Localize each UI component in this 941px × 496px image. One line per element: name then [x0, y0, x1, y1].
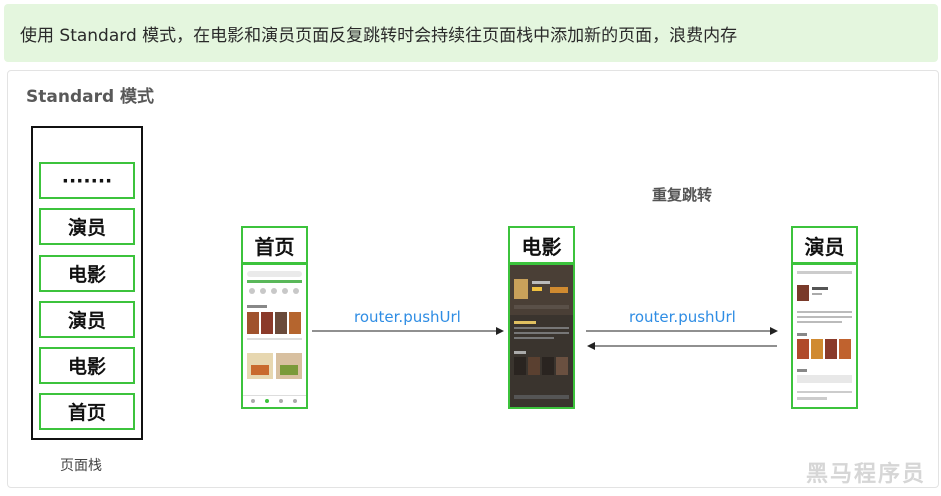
stack-item-ellipsis: ······· [39, 162, 135, 199]
actor-screen-mock [797, 271, 852, 400]
page-tag-actor: 演员 [791, 226, 858, 264]
watermark-logo: 黑马程序员 [806, 462, 927, 487]
stack-label: 页面栈 [60, 458, 102, 474]
stack-item-actor: 演员 [39, 208, 135, 245]
page-tag-movie: 电影 [508, 226, 575, 264]
stack-item-movie: 电影 [39, 255, 135, 292]
stack-item-home: 首页 [39, 393, 135, 430]
push-label-1: router.pushUrl [354, 308, 461, 326]
stack-item-movie: 电影 [39, 347, 135, 384]
actor-screen-thumbnail [791, 263, 858, 409]
movie-screen-thumbnail [508, 263, 575, 409]
push-label-2: router.pushUrl [629, 308, 736, 326]
movie-screen-mock [510, 265, 573, 399]
page-stack: ······· 演员 电影 演员 电影 首页 [31, 126, 143, 440]
diagram-panel [7, 70, 939, 488]
home-screen-mock [243, 271, 306, 403]
info-banner: 使用 Standard 模式，在电影和演员页面反复跳转时会持续往页面栈中添加新的… [4, 4, 938, 62]
stack-item-actor: 演员 [39, 301, 135, 338]
banner-text: 使用 Standard 模式，在电影和演员页面反复跳转时会持续往页面栈中添加新的… [20, 25, 738, 46]
home-screen-thumbnail [241, 263, 308, 409]
panel-title: Standard 模式 [26, 87, 155, 107]
repeat-jump-label: 重复跳转 [652, 186, 713, 204]
page-tag-home: 首页 [241, 226, 308, 264]
